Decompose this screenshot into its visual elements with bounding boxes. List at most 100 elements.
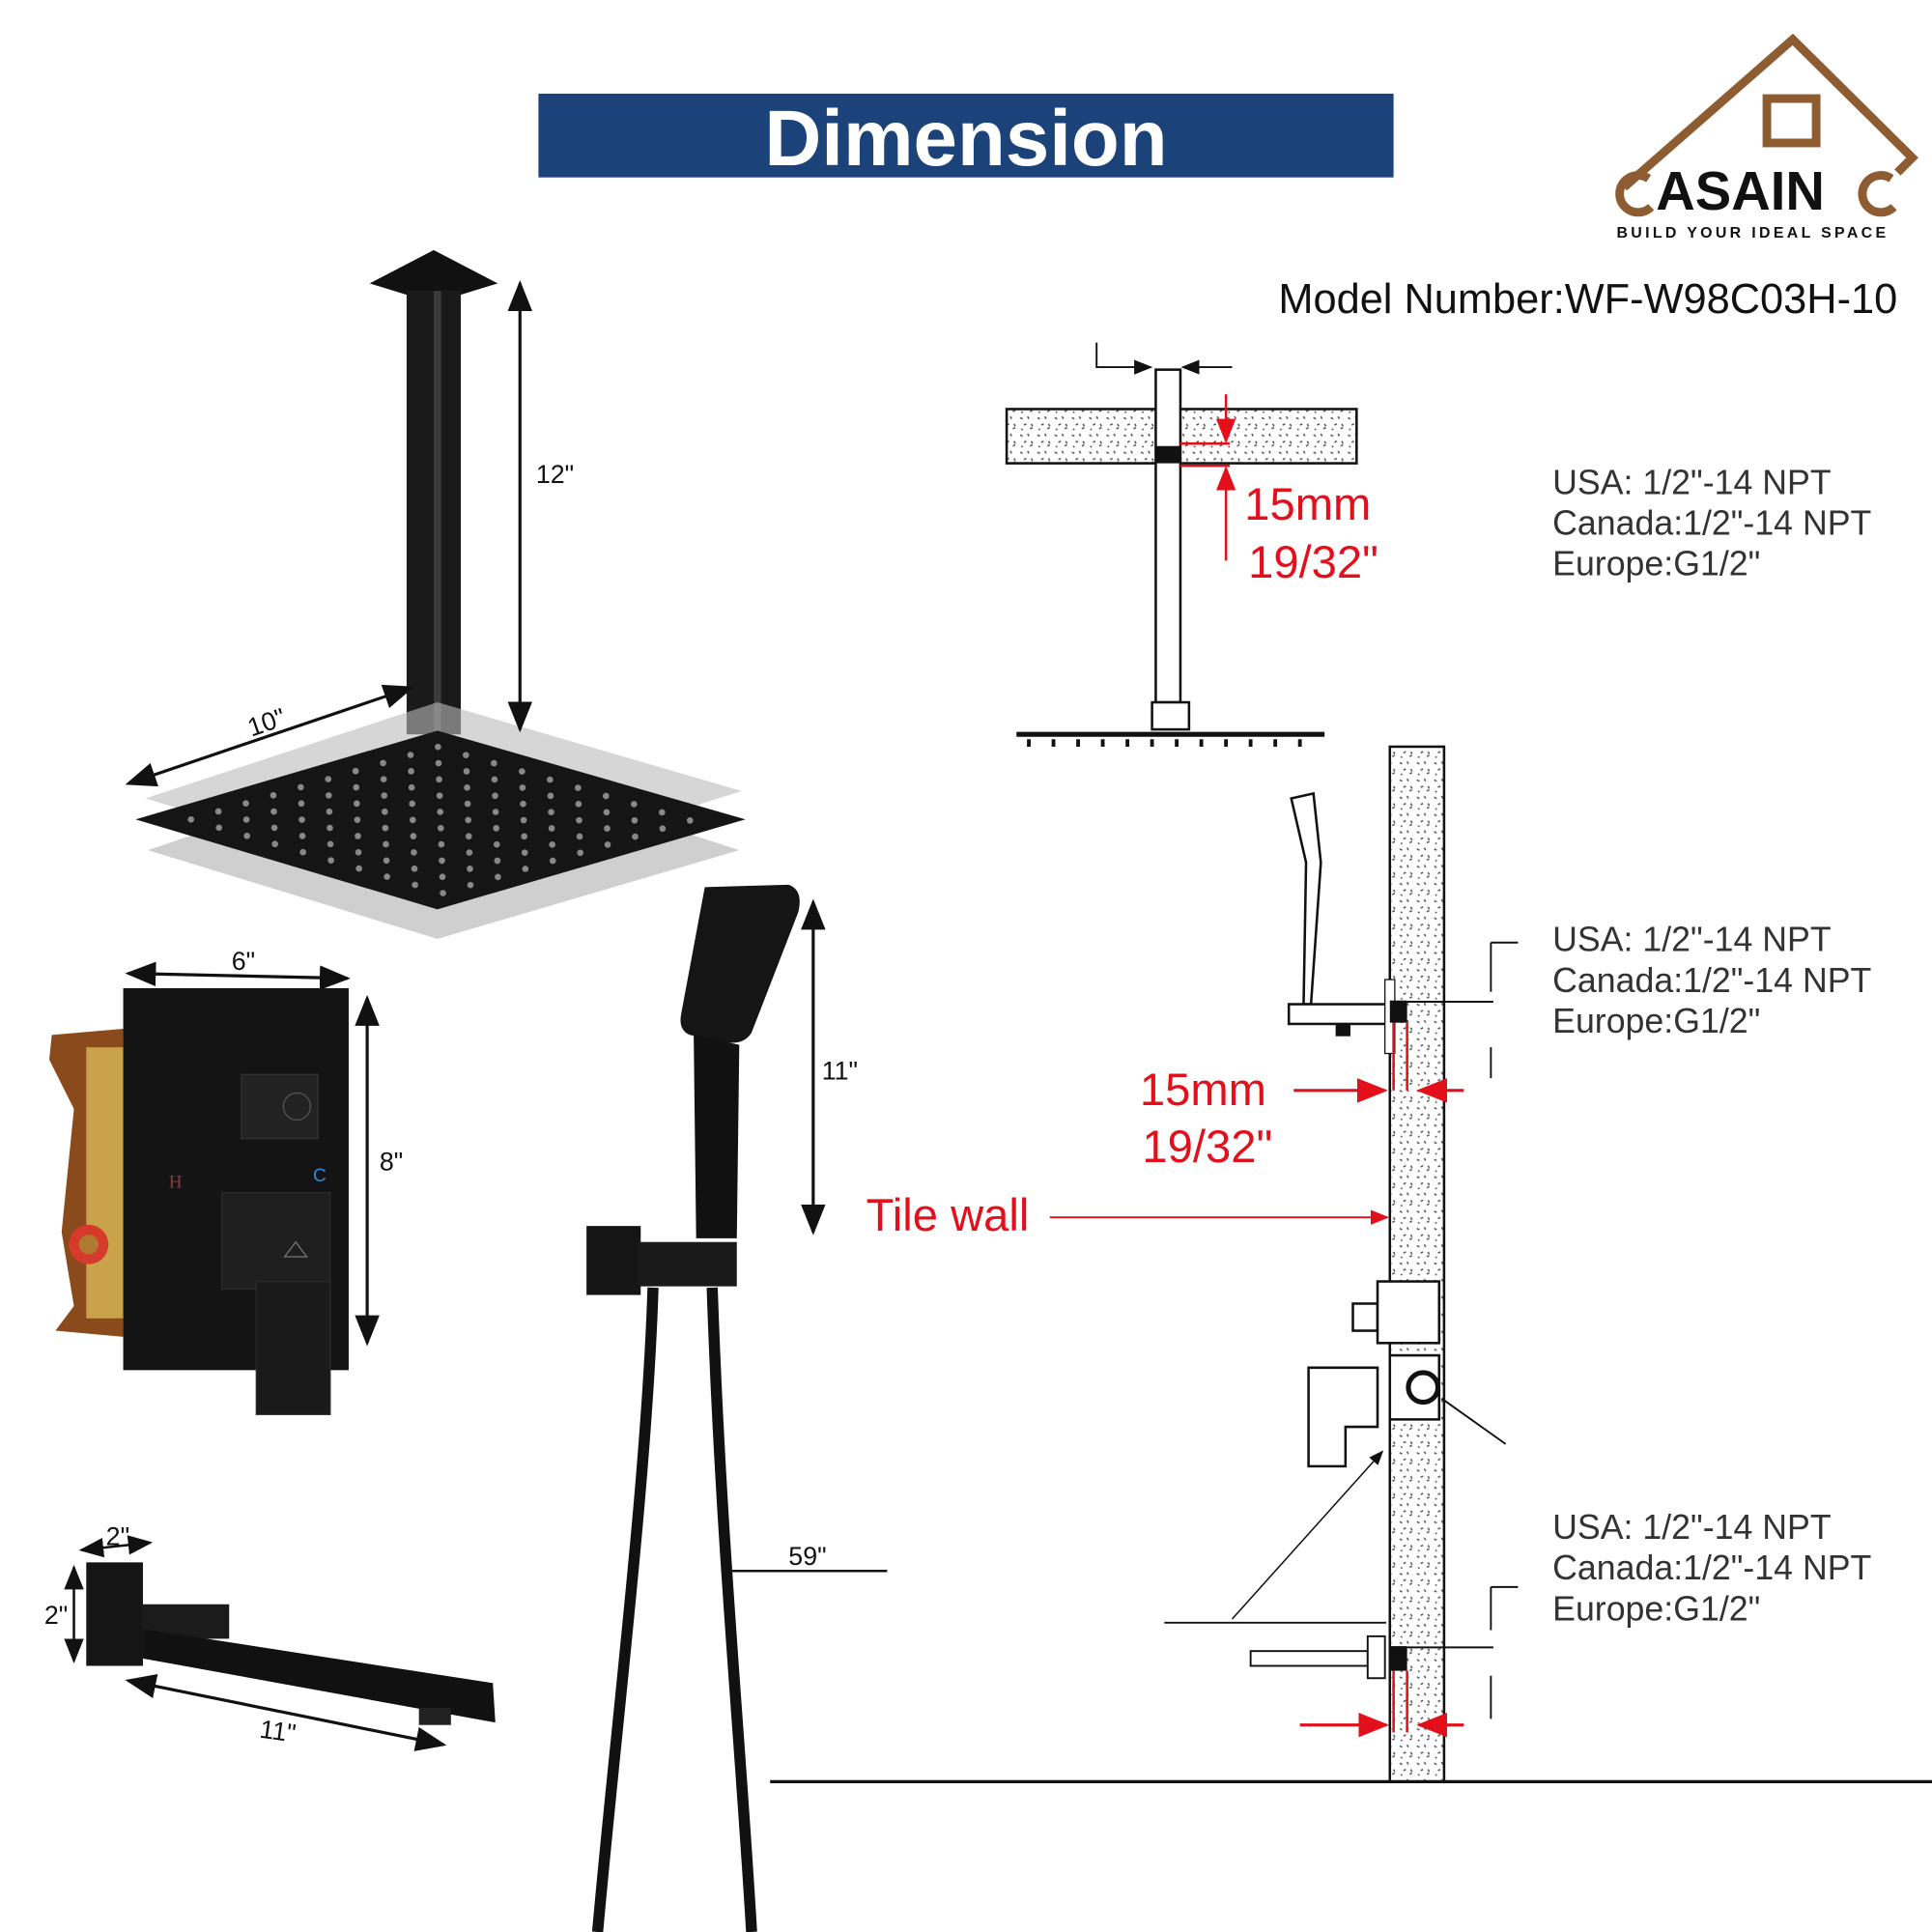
hose-length-label: 59" [788, 1542, 826, 1571]
nozzle-dot [382, 824, 389, 832]
nozzle-dot [547, 776, 554, 783]
nozzle-dot [465, 833, 472, 840]
nozzle-dot [412, 881, 418, 889]
nozzle-dot [298, 816, 305, 823]
nozzle-dot [408, 768, 414, 775]
nozzle-dot [271, 840, 278, 848]
nozzle-dot [463, 768, 470, 775]
nozzle-dot [521, 833, 527, 840]
nozzle-dot [491, 776, 498, 783]
nozzle-dot [493, 840, 500, 848]
logo-brand: ASAIN [1656, 160, 1825, 221]
logo-tagline: BUILD YOUR IDEAL SPACE [1616, 225, 1889, 242]
nozzle-dot [384, 873, 390, 880]
nozzle-dot [326, 792, 332, 799]
spout-width-label: 2" [106, 1521, 129, 1550]
nozzle-dot [270, 824, 278, 832]
nozzle-dot [327, 857, 334, 864]
connection-spec-3: USA: 1/2"-14 NPT Canada:1/2"-14 NPT Euro… [1552, 1508, 1871, 1628]
nozzle-dot [355, 833, 361, 839]
nozzle-dot [380, 759, 386, 767]
handheld-shower [586, 884, 800, 1932]
nozzle-dot [465, 816, 472, 824]
nozzle-dot [439, 873, 446, 881]
nozzle-dot [409, 800, 416, 808]
nozzle-dot [495, 873, 501, 881]
spec-canada: Canada:1/2"-14 NPT [1552, 961, 1871, 1000]
nozzle-dot [659, 825, 667, 833]
nozzle-dot [466, 849, 473, 856]
nozzle-dot [354, 800, 360, 808]
spout-length-label: 11" [258, 1715, 298, 1748]
nozzle-dot [352, 767, 359, 775]
nozzle-dot [355, 865, 362, 872]
nozzle-dot [409, 816, 416, 824]
nozzle-dot [492, 809, 499, 815]
nozzle-dot [519, 784, 526, 791]
rain-shower-head [135, 249, 746, 939]
nozzle-dot [520, 800, 526, 808]
nozzle-dot [630, 801, 638, 808]
nozzle-dot [298, 783, 304, 791]
spec-canada: Canada:1/2"-14 NPT [1552, 1548, 1871, 1587]
nozzle-dot [632, 833, 639, 840]
ceiling-depth-mm: 15mm [1244, 479, 1371, 530]
handheld-length-label: 11" [822, 1056, 858, 1085]
valve-width-label: 6" [232, 947, 255, 976]
nozzle-dot [603, 792, 610, 800]
spec-europe: Europe:G1/2" [1552, 1589, 1760, 1628]
nozzle-dot [467, 866, 473, 872]
nozzle-dot [464, 783, 470, 791]
nozzle-dot [439, 857, 445, 865]
nozzle-dot [353, 783, 360, 791]
connection-spec-1: USA: 1/2"-14 NPT Canada:1/2"-14 NPT Euro… [1552, 463, 1871, 582]
nozzle-dot [494, 857, 501, 865]
nozzle-dot [463, 752, 469, 758]
nozzle-dot [435, 743, 441, 751]
nozzle-dot [548, 825, 555, 832]
nozzle-dot [299, 848, 306, 856]
nozzle-dot [354, 816, 361, 823]
tile-wall-label: Tile wall [867, 1190, 1030, 1241]
nozzle-dot [492, 792, 498, 800]
nozzle-dot [631, 816, 639, 824]
nozzle-dot [381, 809, 388, 815]
arm-length-label: 12" [536, 460, 574, 489]
spec-canada: Canada:1/2"-14 NPT [1552, 504, 1871, 543]
mixing-valve: H C [49, 987, 349, 1415]
page-title: Dimension [764, 95, 1167, 183]
nozzle-dot [242, 800, 249, 807]
nozzle-dot [549, 840, 555, 848]
nozzle-dot [408, 783, 415, 791]
nozzle-dot [603, 809, 611, 816]
nozzle-dot [407, 752, 414, 758]
tub-spout [86, 1562, 496, 1725]
spec-usa: USA: 1/2"-14 NPT [1552, 921, 1831, 959]
nozzle-dot [493, 825, 499, 832]
valve-height-label: 8" [380, 1148, 403, 1177]
head-width-line [125, 684, 415, 787]
nozzle-dot [438, 840, 445, 848]
nozzle-dot [436, 792, 443, 799]
nozzle-dot [326, 808, 333, 815]
nozzle-dot [243, 832, 250, 839]
nozzle-dot [327, 824, 333, 832]
head-width-label: 10" [243, 702, 289, 742]
valve-width-line [125, 961, 351, 990]
nozzle-dot [437, 824, 444, 832]
casainc-logo: ASAIN BUILD YOUR IDEAL SPACE [1615, 33, 1918, 242]
spec-europe: Europe:G1/2" [1552, 1002, 1760, 1040]
nozzle-dot [575, 801, 582, 808]
wall-depth-in: 19/32" [1142, 1122, 1272, 1173]
cold-marker: C [313, 1166, 327, 1186]
nozzle-dot [187, 816, 195, 823]
ceiling-install-diagram [1005, 342, 1358, 747]
connection-spec-2: USA: 1/2"-14 NPT Canada:1/2"-14 NPT Euro… [1552, 921, 1871, 1040]
ceiling-depth-in: 19/32" [1248, 537, 1378, 588]
nozzle-dot [547, 792, 554, 800]
nozzle-dot [464, 800, 471, 808]
spec-usa: USA: 1/2"-14 NPT [1552, 1508, 1831, 1547]
nozzle-dot [576, 833, 583, 840]
